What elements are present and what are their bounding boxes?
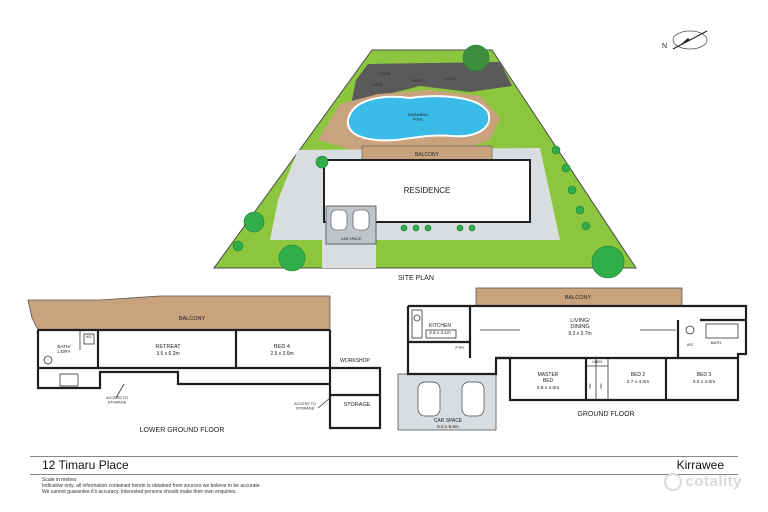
kitchen-size: 2.5 x 4.1m — [429, 330, 451, 335]
site-trees — [232, 44, 625, 279]
north-arrow-icon: N — [662, 30, 708, 50]
lower-bath-ldry-label: BATH/L'DRY — [57, 344, 71, 354]
linen-label: LINEN — [592, 360, 603, 364]
lower-ground-floor-plan: BALCONY BATH/L'DRY W/C RETREAT 3.6 x 6.2… — [27, 295, 382, 434]
compass-label: N — [662, 43, 667, 50]
robe-label: BIR — [599, 383, 603, 389]
footer-rule — [30, 474, 738, 475]
living-dining-label: LIVING/DINING — [570, 318, 590, 330]
kitchen-label: KITCHEN — [429, 323, 451, 329]
label-line: ACCESS TO — [106, 396, 128, 400]
site-plan-title: SITE PLAN — [398, 275, 434, 282]
label-line: DINING — [570, 324, 589, 330]
label-line: LIVING/ — [570, 318, 590, 324]
lower-wc-label: W/C — [86, 335, 93, 339]
ground-floor-title: GROUND FLOOR — [577, 411, 634, 418]
robe-label: BIR — [588, 383, 592, 389]
car-space-size: 5.0 x 5.5m — [437, 424, 459, 429]
bed3-size: 3.0 x 4.0m — [693, 379, 715, 385]
lower-balcony-label: BALCONY — [179, 316, 206, 322]
site-rock-label: ROCK — [445, 77, 456, 81]
living-dining-size: 9.3 x 3.7m — [568, 331, 591, 337]
watermark-icon — [664, 473, 683, 492]
rock-garden — [350, 62, 512, 110]
label-line: SWIMMING — [408, 113, 428, 117]
label-line: STORAGE — [108, 401, 127, 405]
watermark-logo: cotality — [664, 473, 742, 492]
label-line: BATH/ — [57, 344, 71, 349]
label-line: POOL — [413, 118, 424, 122]
label-line: ACCESS TO — [294, 402, 316, 406]
site-balcony-label: BALCONY — [415, 152, 440, 158]
bed2-label: BED 2 — [631, 372, 646, 378]
site-car-space-label: CAR SPACE — [341, 237, 362, 241]
site-rock-label: ROCK — [412, 79, 423, 83]
property-address: 12 Timaru Place — [42, 458, 129, 472]
disclaimer: Scale in metres Indicative only, all inf… — [42, 477, 261, 496]
ground-wc-label: W/C — [687, 343, 694, 347]
footer-rule — [30, 456, 738, 457]
retreat-label: RETREAT — [155, 344, 181, 350]
car-space-label: CAR SPACE — [434, 418, 463, 424]
disclaimer-line: We cannot guarantee it's accuracy. Inter… — [42, 489, 237, 496]
retreat-size: 3.6 x 6.2m — [156, 351, 179, 357]
bed4-label: BED 4 — [274, 344, 290, 350]
pantry-label: P'TRY — [455, 346, 465, 350]
disclaimer-line: Scale in metres — [42, 477, 77, 483]
property-suburb: Kirrawee — [676, 458, 724, 472]
site-car-icon — [330, 209, 370, 231]
ground-bath-label: BATH — [711, 340, 721, 345]
plan-footer: 12 Timaru Place Kirrawee Scale in metres… — [0, 452, 768, 512]
car-icon — [417, 381, 485, 417]
storage-label: STORAGE — [344, 402, 371, 408]
lower-ground-floor-title: LOWER GROUND FLOOR — [140, 427, 225, 434]
watermark-text: cotality — [685, 473, 742, 490]
disclaimer-line: Indicative only, all information contain… — [42, 483, 261, 490]
label-line: L'DRY — [57, 349, 70, 354]
label-line: STORAGE — [296, 407, 315, 411]
floor-plan-drawing: N — [27, 30, 748, 434]
bed4-size: 2.9 x 3.6m — [270, 351, 293, 357]
ground-balcony-label: BALCONY — [565, 295, 592, 301]
site-rock-label: ROCK — [372, 83, 383, 87]
label-line: BED — [543, 378, 554, 384]
bed3-label: BED 3 — [697, 372, 712, 378]
workshop-label: WORKSHOP — [340, 358, 370, 364]
master-bed-size: 3.8 x 4.0m — [537, 385, 559, 391]
bed2-size: 2.7 x 4.0m — [627, 379, 649, 385]
label-line: MASTER — [538, 372, 559, 378]
swimming-pool — [346, 95, 491, 142]
site-rock-label: ROCK — [380, 72, 391, 76]
ground-floor-plan: BALCONY KITCHEN 2.5 x 4.1m P'TRY LIVING/… — [397, 287, 748, 431]
lower-balcony — [27, 295, 331, 331]
site-residence-label: RESIDENCE — [404, 186, 451, 195]
